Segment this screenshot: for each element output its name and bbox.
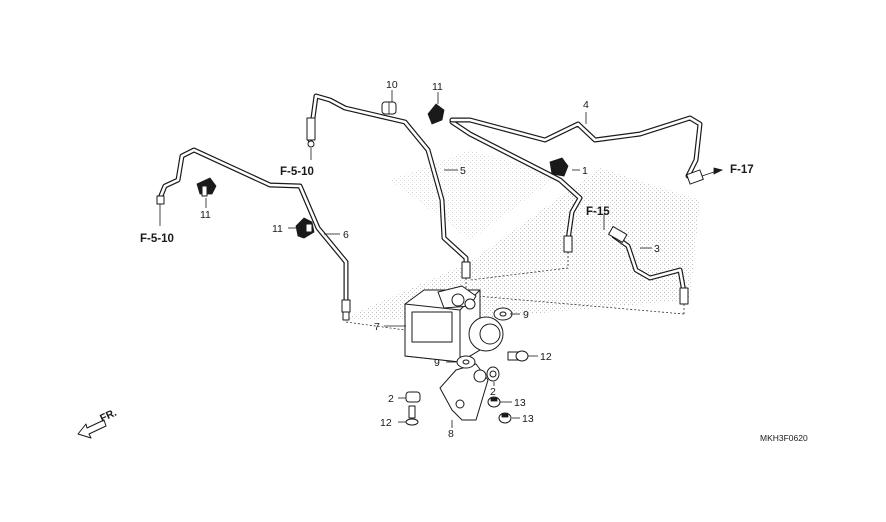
part-number-callouts: 1 2 2 3 4 5 6 7 8 9 9 10 11 11 11 12 12 … xyxy=(200,79,660,440)
callout-9-left: 9 xyxy=(434,357,440,369)
brake-pipe-5 xyxy=(306,93,471,279)
callout-11-mid: 11 xyxy=(272,223,283,235)
callout-5: 5 xyxy=(460,165,466,177)
nut-13-lower xyxy=(498,412,512,424)
clamps xyxy=(196,101,569,239)
bracket-8 xyxy=(439,363,489,421)
callout-leaders xyxy=(159,90,715,428)
reference-f-15: F-15 xyxy=(586,206,610,218)
callout-2-left: 2 xyxy=(388,393,394,405)
front-arrow-icon xyxy=(77,419,107,439)
callout-1: 1 xyxy=(582,165,588,177)
shading xyxy=(340,150,700,320)
callout-12-right: 12 xyxy=(540,351,552,363)
pipe-clamp-11-top xyxy=(427,103,445,125)
dashed-leaders xyxy=(345,252,685,331)
callout-9-right: 9 xyxy=(523,309,529,321)
arrow-to-f-17 xyxy=(713,167,724,175)
pipe-clamp-1 xyxy=(549,157,569,177)
callout-4: 4 xyxy=(583,99,589,111)
callout-8: 8 xyxy=(448,428,454,440)
grommet-10 xyxy=(381,101,397,115)
brake-pipes xyxy=(156,93,704,321)
fasteners xyxy=(405,307,529,426)
callout-2-right: 2 xyxy=(490,386,496,398)
diagram-code: MKH3F0620 xyxy=(760,433,808,443)
reference-f-5-10-left: F-5-10 xyxy=(140,233,174,245)
callout-13-upper: 13 xyxy=(514,397,526,409)
washer-9-left xyxy=(456,355,476,369)
callout-11-left: 11 xyxy=(200,209,211,221)
callout-7: 7 xyxy=(374,321,380,333)
callout-13-lower: 13 xyxy=(522,413,534,425)
brake-pipe-6 xyxy=(156,147,351,321)
brake-pipe-3 xyxy=(608,226,689,305)
callout-6: 6 xyxy=(343,229,349,241)
front-label: FR. xyxy=(98,407,118,425)
reference-f-17: F-17 xyxy=(730,164,754,176)
bolt-12-right xyxy=(507,350,529,362)
reference-f-5-10-top: F-5-10 xyxy=(280,166,314,178)
bolt-12-left xyxy=(405,405,419,426)
nut-13-upper xyxy=(487,396,501,408)
pipe-clamp-11-left xyxy=(196,177,217,197)
brake-pipe-4 xyxy=(449,115,704,253)
callout-12-left: 12 xyxy=(380,417,392,429)
figure-references: F-5-10 F-5-10 F-17 F-15 xyxy=(140,164,754,245)
callout-11-top: 11 xyxy=(432,81,443,93)
grommet-2-left xyxy=(405,391,421,403)
callout-10: 10 xyxy=(386,79,398,91)
pipe-clamp-11-mid xyxy=(295,217,315,239)
front-direction-indicator: FR. xyxy=(77,407,119,439)
grommet-2-right xyxy=(486,366,500,382)
callout-3: 3 xyxy=(654,243,660,255)
washer-9-right xyxy=(493,307,513,321)
